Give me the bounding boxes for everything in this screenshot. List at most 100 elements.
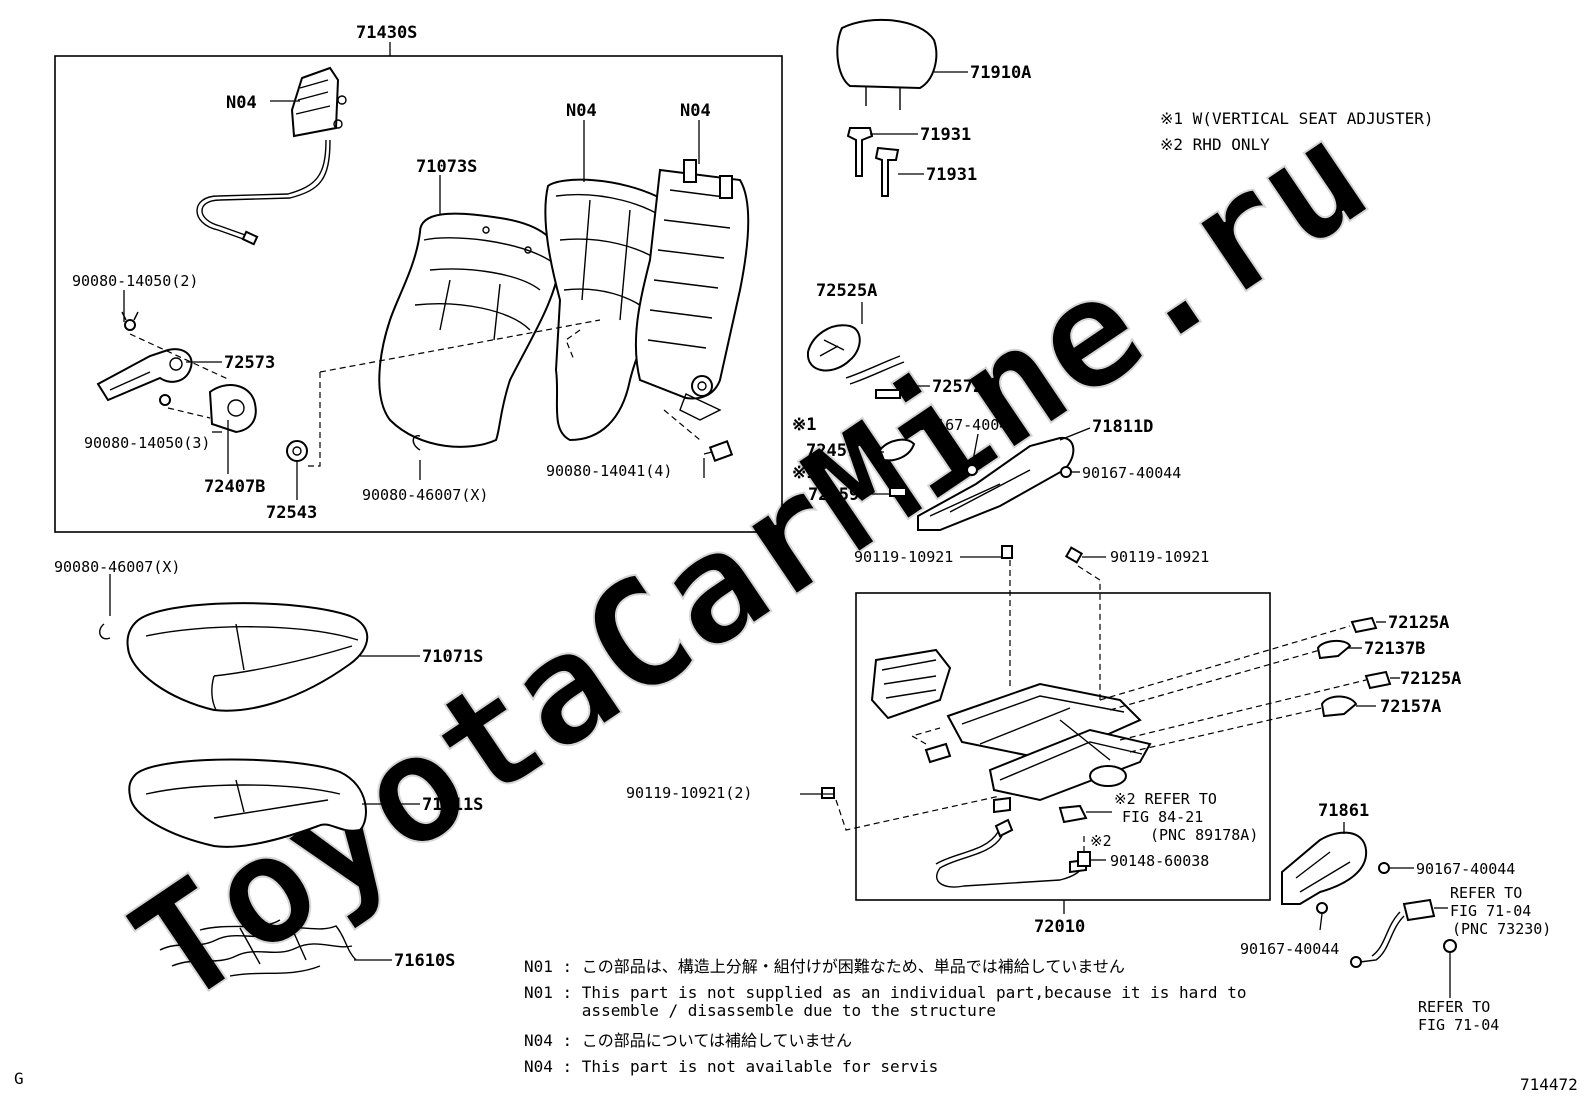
seat-cushion-pad-71511s [128, 758, 367, 848]
label-71610s: 71610S [394, 951, 455, 971]
label-72125a-a: 72125A [1388, 613, 1449, 633]
seat-back-pad [544, 178, 682, 442]
label-n04-back-frame: N04 [680, 101, 711, 121]
note-n01-english-line1: N01 : This part is not supplied as an in… [524, 983, 1246, 1002]
seat-track-assembly-frame [855, 592, 1271, 901]
label-72457: 72457 [806, 441, 857, 461]
label-90167-40044-c: 90167-40044 [1416, 860, 1515, 878]
note-n04-english: N04 : This part is not available for ser… [524, 1057, 938, 1076]
lever-trim-72572b [845, 355, 905, 399]
label-90167-40044-b: 90167-40044 [1082, 464, 1181, 482]
cover-72157a [1320, 695, 1358, 718]
label-90119-10921-2: 90119-10921(2) [626, 784, 752, 802]
seat-track-assembly [870, 648, 1152, 814]
bolt-90080-14041 [703, 440, 734, 462]
label-n04-side-airbag: N04 [226, 93, 257, 113]
label-90080-14050-2: 90080-14050(2) [72, 272, 198, 290]
seat-shield-71811d [917, 436, 1075, 531]
label-71071s: 71071S [422, 647, 483, 667]
label-72010: 72010 [1034, 917, 1085, 937]
knob-72459 [889, 487, 907, 497]
label-72572b: 72572B [932, 377, 993, 397]
bolt-90119-10921-2 [821, 787, 835, 799]
recliner-cover-72573 [96, 348, 193, 402]
label-mark1-72459: ※1 [792, 463, 816, 483]
label-mark1-72457: ※1 [792, 415, 816, 435]
switch-refer-84-21 [1058, 804, 1088, 824]
knob-72457 [878, 438, 916, 462]
screw-90167-40044-b [1060, 466, 1072, 478]
label-71931-a: 71931 [920, 125, 971, 145]
label-71811d: 71811D [1092, 417, 1153, 437]
seat-shield-71861 [1281, 831, 1368, 905]
label-71910a: 71910A [970, 63, 1031, 83]
recliner-knob-72543 [286, 440, 308, 462]
side-airbag-panel [196, 66, 347, 246]
label-72459: 72459 [808, 485, 859, 505]
label-71511s: 71511S [422, 795, 483, 815]
note-n01-english-line2: assemble / disassemble due to the struct… [524, 1001, 996, 1020]
label-90167-40044-a: 90167-40044 [918, 416, 1017, 434]
bolt-90148-60038 [1077, 851, 1091, 867]
label-72407b: 72407B [204, 477, 265, 497]
bolt-90119-10921-a [1001, 545, 1013, 559]
seat-back-frame [634, 159, 750, 421]
label-refer-84-21-line2: FIG 84-21 [1122, 808, 1203, 826]
label-refer-84-21-line3: (PNC 89178A) [1150, 826, 1258, 844]
label-90119-10921-a: 90119-10921 [854, 548, 953, 566]
seat-cushion-cover-71071s [126, 602, 369, 712]
screw-90167-40044-d [1316, 902, 1328, 914]
label-90119-10921-b: 90119-10921 [1110, 548, 1209, 566]
label-71073s: 71073S [416, 157, 477, 177]
label-71861: 71861 [1318, 801, 1369, 821]
label-90080-46007-x-back: 90080-46007(X) [362, 486, 488, 504]
bolt-90119-10921-b [1064, 546, 1084, 564]
seat-back-assembly-frame [54, 55, 783, 533]
label-72543: 72543 [266, 503, 317, 523]
label-90080-14041-4: 90080-14041(4) [546, 462, 672, 480]
label-refer-71-04-a-line1: REFER TO [1450, 884, 1522, 902]
label-90167-40044-d: 90167-40044 [1240, 940, 1339, 958]
harness-seat-track [935, 818, 1087, 888]
cover-72125a-a [1350, 616, 1378, 634]
label-90148-60038: 90148-60038 [1110, 852, 1209, 870]
label-72525a: 72525A [816, 281, 877, 301]
label-72573: 72573 [224, 353, 275, 373]
label-72157a: 72157A [1380, 697, 1441, 717]
label-refer-84-21-line1: ※2 REFER TO [1114, 790, 1217, 808]
headrest-guide-b [874, 146, 900, 197]
seat-spring-71610s [159, 919, 357, 977]
note-n04-japanese: N04 : この部品については補給していません [524, 1031, 852, 1050]
note-n01-japanese: N01 : この部品は、構造上分解・組付けが困難なため、単品では補給していません [524, 957, 1125, 976]
legend-line-1: ※1 W(VERTICAL SEAT ADJUSTER) [1160, 109, 1434, 128]
lever-cover-72525a [806, 324, 861, 372]
clip-90080-46007-a [412, 435, 421, 451]
cover-72137b [1316, 640, 1352, 660]
bolt-90080-14050-b [159, 394, 171, 406]
label-mark2: ※2 [1090, 832, 1112, 850]
label-refer-71-04-a-line3: (PNC 73230) [1452, 920, 1551, 938]
label-71931-b: 71931 [926, 165, 977, 185]
label-refer-71-04-b-line1: REFER TO [1418, 998, 1490, 1016]
clip-90080-46007-b [99, 623, 111, 640]
headrest [836, 18, 938, 110]
headrest-guide-a [846, 127, 874, 177]
harness-refer-71-04 [1350, 898, 1436, 968]
footer-left-code: G [14, 1069, 24, 1088]
cover-72125a-b [1364, 670, 1392, 690]
label-n04-back-pad: N04 [566, 101, 597, 121]
label-refer-71-04-a-line2: FIG 71-04 [1450, 902, 1531, 920]
label-90080-46007-x-cushion: 90080-46007(X) [54, 558, 180, 576]
label-refer-71-04-b-line2: FIG 71-04 [1418, 1016, 1499, 1034]
footer-figure-number: 714472 [1520, 1075, 1578, 1094]
label-90080-14050-3: 90080-14050(3) [84, 434, 210, 452]
screw-90167-40044-c [1378, 862, 1390, 874]
label-72125a-b: 72125A [1400, 669, 1461, 689]
label-72137b: 72137B [1364, 639, 1425, 659]
seat-back-cover [378, 212, 562, 448]
screw-90167-40044-a [966, 464, 978, 476]
connector-refer-71-04 [1443, 939, 1457, 953]
legend-line-2: ※2 RHD ONLY [1160, 135, 1270, 154]
recliner-cover-72407b [208, 384, 257, 434]
